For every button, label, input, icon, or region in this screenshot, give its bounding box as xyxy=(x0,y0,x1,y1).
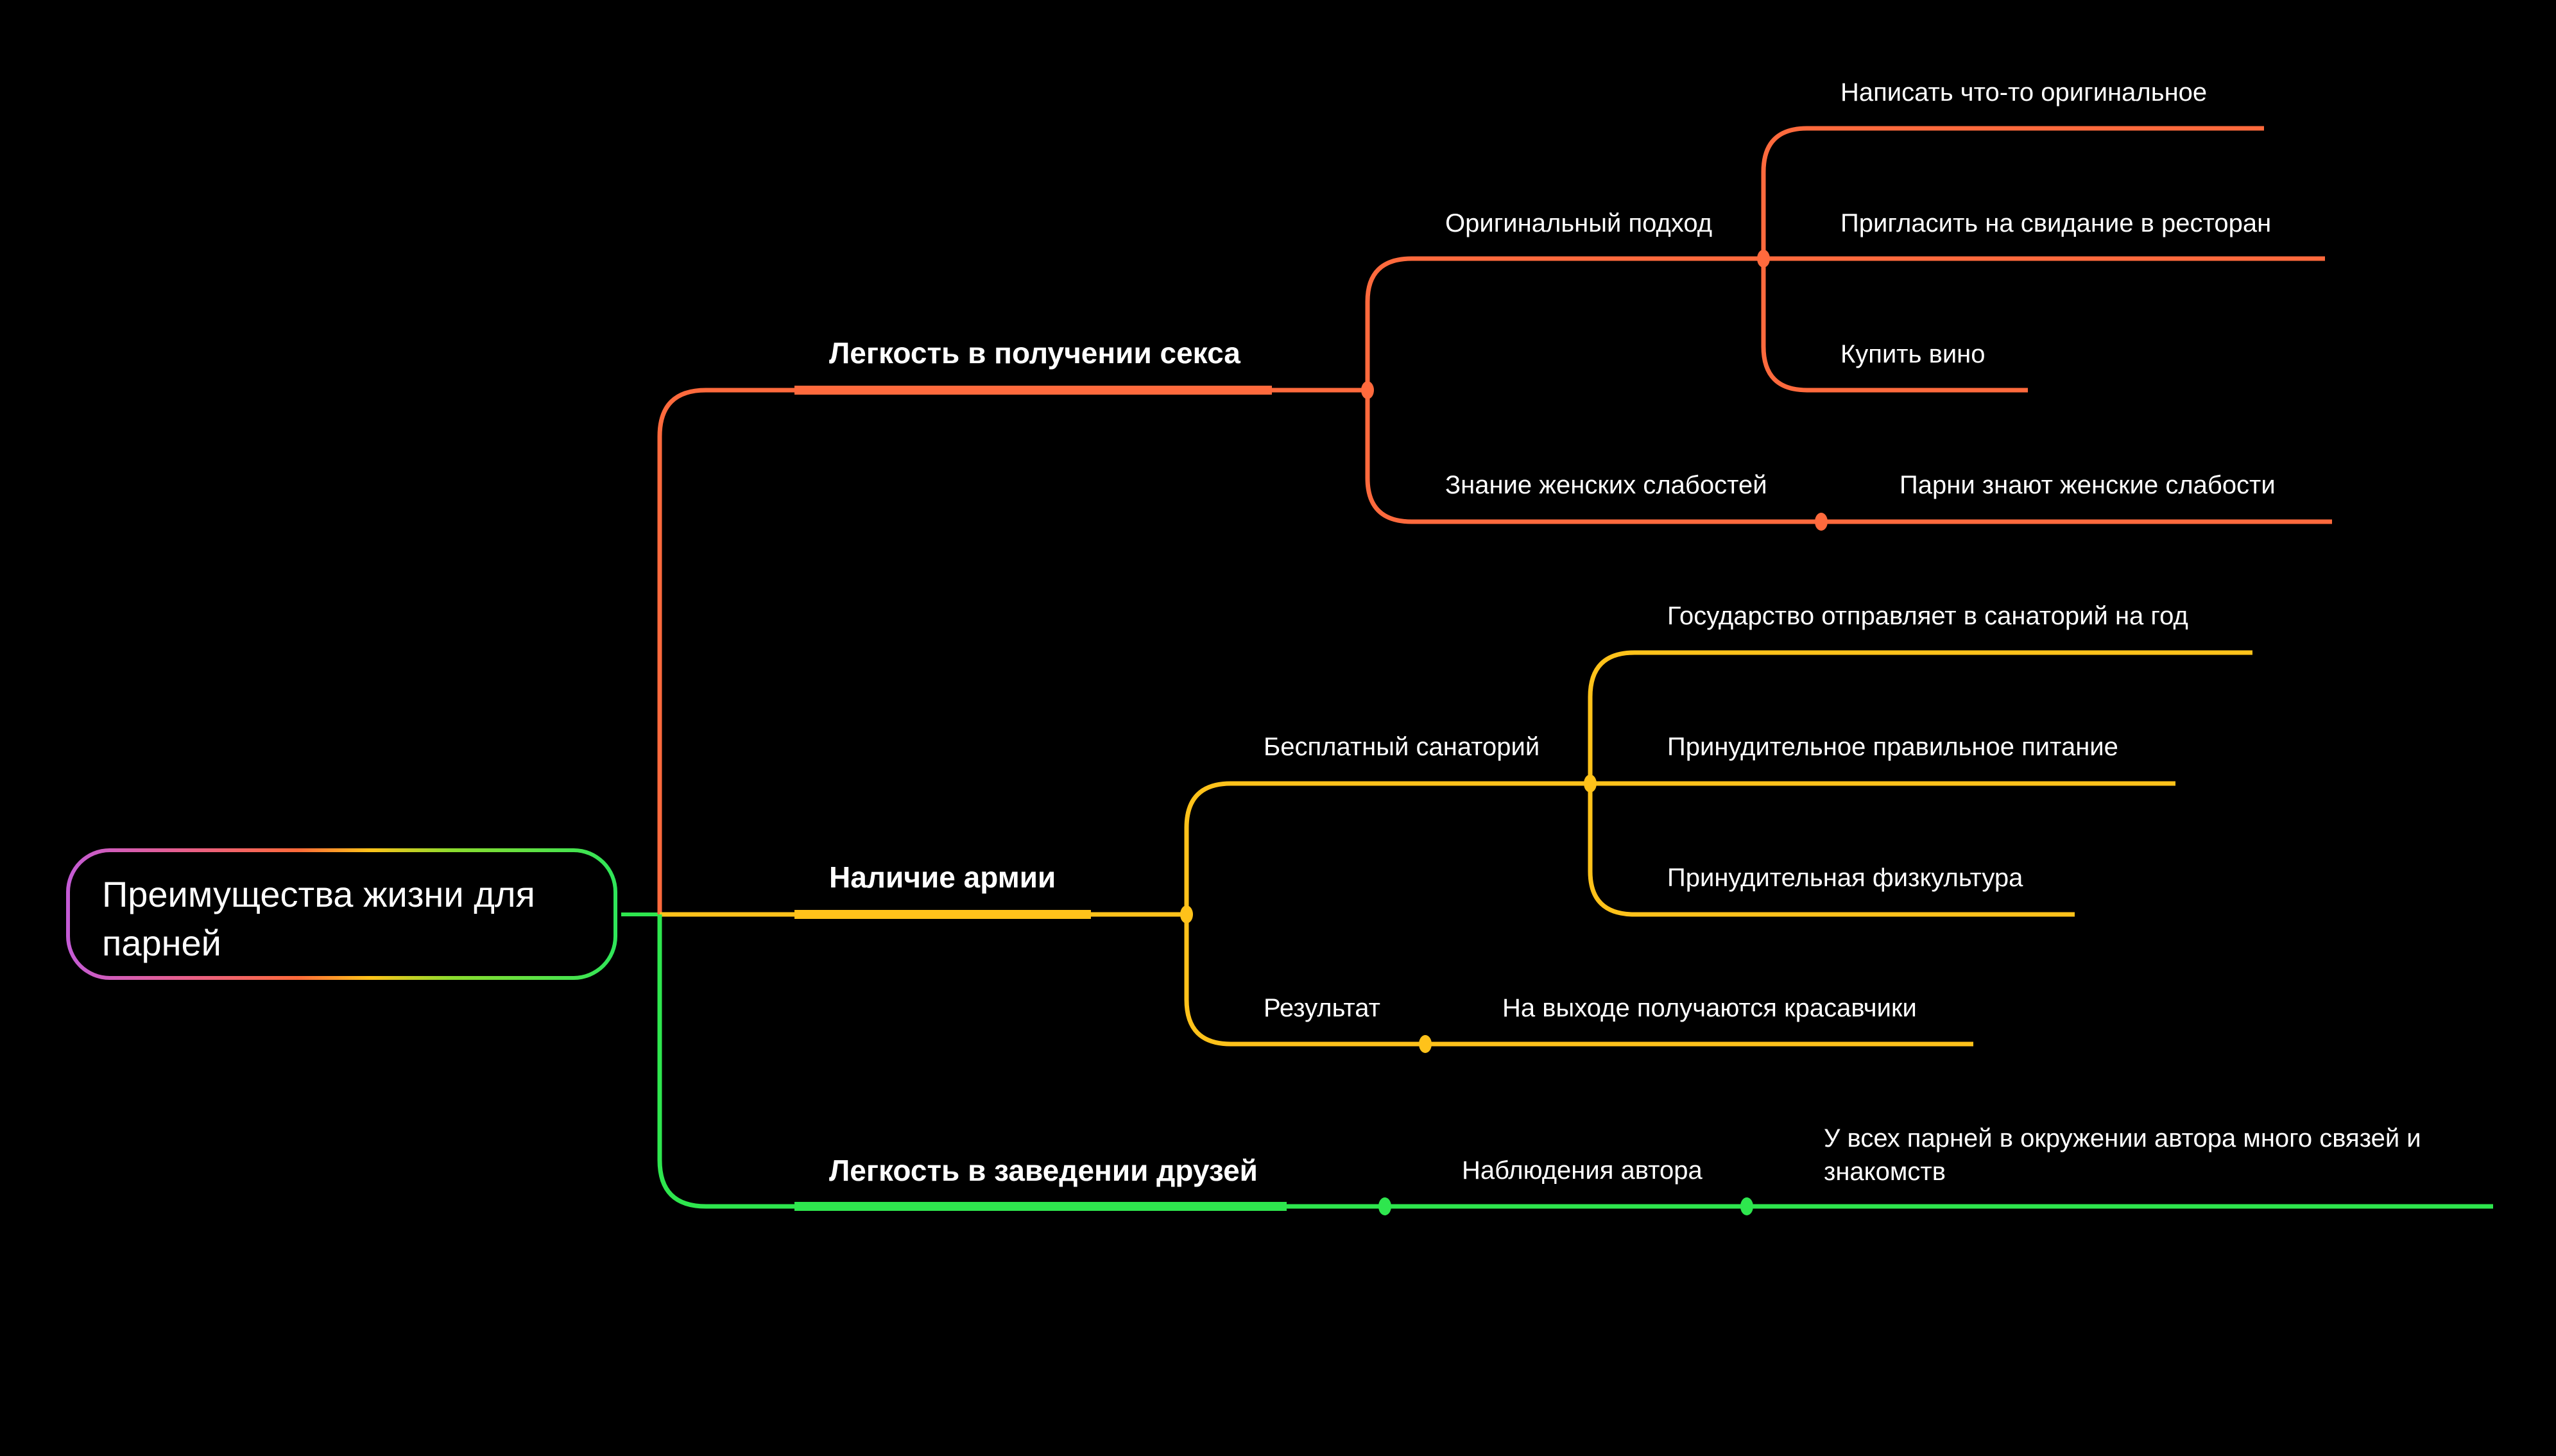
red-sub2-dot xyxy=(1815,513,1828,531)
yellow-leaf-connector-1 xyxy=(1588,650,2252,784)
sub-label-result[interactable]: Результат xyxy=(1264,994,1380,1022)
green-sub-dot xyxy=(1740,1197,1753,1215)
main-bar-green[interactable] xyxy=(794,1202,1287,1211)
leaf-label-restaurant-date[interactable]: Пригласить на свидание в ресторан xyxy=(1840,209,2272,237)
red-sub-connector xyxy=(1365,256,1763,390)
branch-label-army[interactable]: Наличие армии xyxy=(829,861,1056,894)
sub-label-female-weakness[interactable]: Знание женских слабостей xyxy=(1445,471,1767,499)
leaf-label-handsome[interactable]: На выходе получаются красавчики xyxy=(1502,994,1917,1022)
red-sub-connector-2 xyxy=(1365,390,2332,524)
sub-label-free-sanatorium[interactable]: Бесплатный санаторий xyxy=(1264,733,1540,761)
yellow-leaf-connector-3 xyxy=(1588,784,2075,917)
root-node[interactable]: Преимущества жизни для парней xyxy=(66,848,617,980)
leaf-label-state-sends[interactable]: Государство отправляет в санаторий на го… xyxy=(1667,602,2188,630)
trunk-red xyxy=(657,388,1368,914)
sub-label-original-approach[interactable]: Оригинальный подход xyxy=(1445,209,1713,237)
root-label: Преимущества жизни для парней xyxy=(70,852,613,976)
leaf-label-forced-nutrition[interactable]: Принудительное правильное питание xyxy=(1667,733,2118,761)
leaf-label-forced-pe[interactable]: Принудительная физкультура xyxy=(1667,864,2023,892)
leaf-label-write-original[interactable]: Написать что-то оригинальное xyxy=(1840,78,2208,107)
yellow-sub2-dot xyxy=(1419,1035,1432,1053)
yellow-branch-dot xyxy=(1180,905,1193,923)
red-leaf-connector-1 xyxy=(1761,126,2264,259)
branch-label-friends[interactable]: Легкость в заведении друзей xyxy=(829,1154,1258,1187)
yellow-sub-connector-2 xyxy=(1184,914,1973,1047)
red-branch-dot xyxy=(1361,381,1374,399)
leaf-label-guys-know[interactable]: Парни знают женские слабости xyxy=(1900,471,2276,499)
branch-label-sex[interactable]: Легкость в получении секса xyxy=(829,336,1240,370)
leaf-label-many-connections[interactable]: У всех парней в окружении автора много с… xyxy=(1824,1124,2421,1186)
red-sub-dot xyxy=(1757,250,1770,268)
yellow-sub-connector xyxy=(1184,781,1590,914)
main-bar-red[interactable] xyxy=(794,386,1272,395)
trunk-green xyxy=(657,914,2493,1209)
green-branch-dot xyxy=(1378,1197,1391,1215)
sub-label-author-observations[interactable]: Наблюдения автора xyxy=(1462,1156,1703,1185)
leaf-label-buy-wine[interactable]: Купить вино xyxy=(1840,340,1986,368)
red-leaf-connector-3 xyxy=(1761,259,2028,393)
yellow-sub-dot xyxy=(1584,775,1597,792)
main-bar-yellow[interactable] xyxy=(794,910,1091,919)
